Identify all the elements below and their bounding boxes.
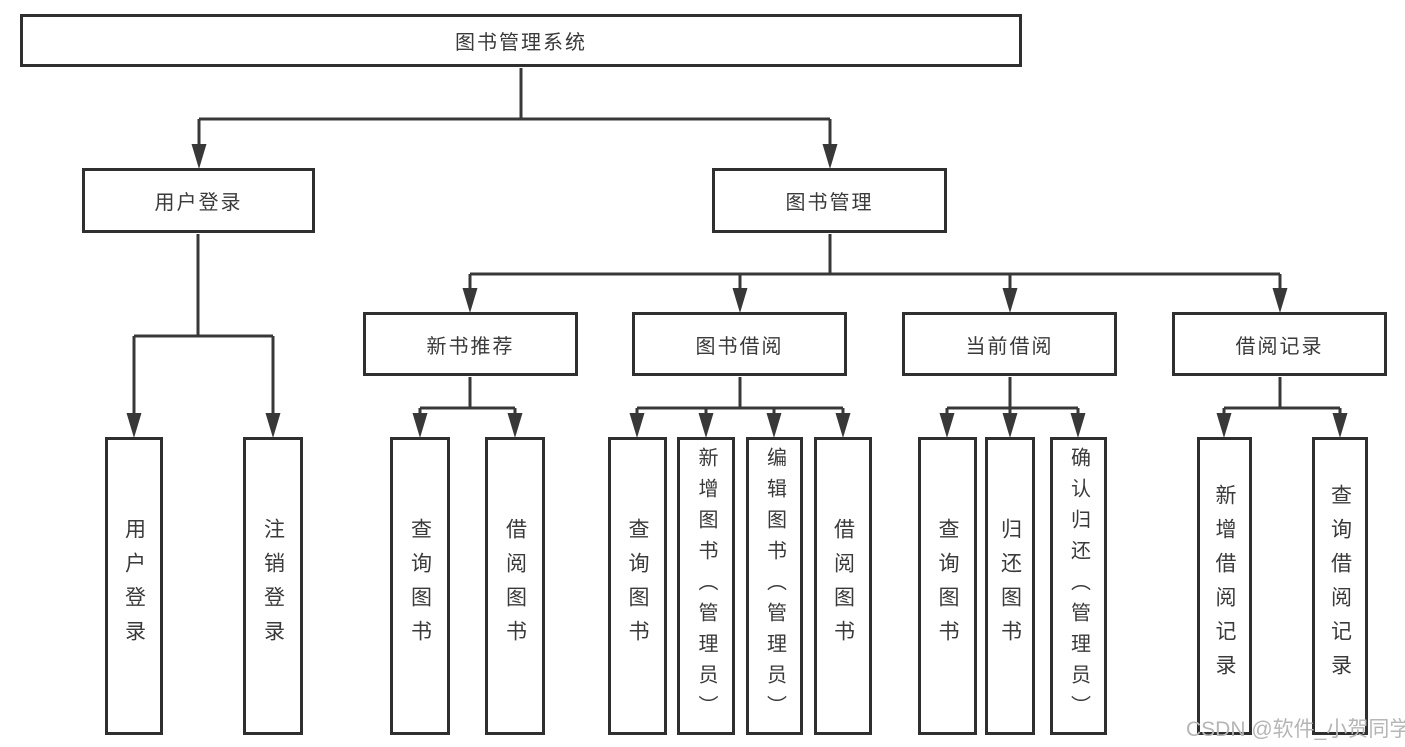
leaf-add-borrow-record: 新增借阅记录 [1197,437,1252,735]
leaf-borrow-books-recommend: 借阅图书 [485,437,545,735]
node-current-borrowing: 当前借阅 [902,312,1117,376]
leaf-add-book-admin: 新增图书（管理员） [677,437,735,735]
node-book-borrowing: 图书借阅 [632,312,847,376]
node-user-login: 用户登录 [82,168,315,233]
leaf-user-login: 用户登录 [105,437,163,735]
leaf-borrow-books-borrowing: 借阅图书 [814,437,872,735]
leaf-edit-book-admin: 编辑图书（管理员） [746,437,803,735]
node-book-management: 图书管理 [712,168,947,233]
leaf-logout: 注销登录 [243,437,303,735]
leaf-return-books: 归还图书 [985,437,1035,735]
watermark: CSDN @软件_小贺同学 [1186,718,1405,741]
leaf-confirm-return-admin: 确认归还（管理员） [1050,437,1107,735]
node-library-management-system: 图书管理系统 [20,14,1022,67]
node-new-book-recommendation: 新书推荐 [363,312,578,376]
leaf-query-books-borrowing: 查询图书 [608,437,667,735]
leaf-query-books-recommend: 查询图书 [390,437,450,735]
leaf-query-borrow-record: 查询借阅记录 [1312,437,1368,735]
leaf-query-books-current: 查询图书 [918,437,977,735]
node-borrowing-records: 借阅记录 [1172,312,1387,376]
